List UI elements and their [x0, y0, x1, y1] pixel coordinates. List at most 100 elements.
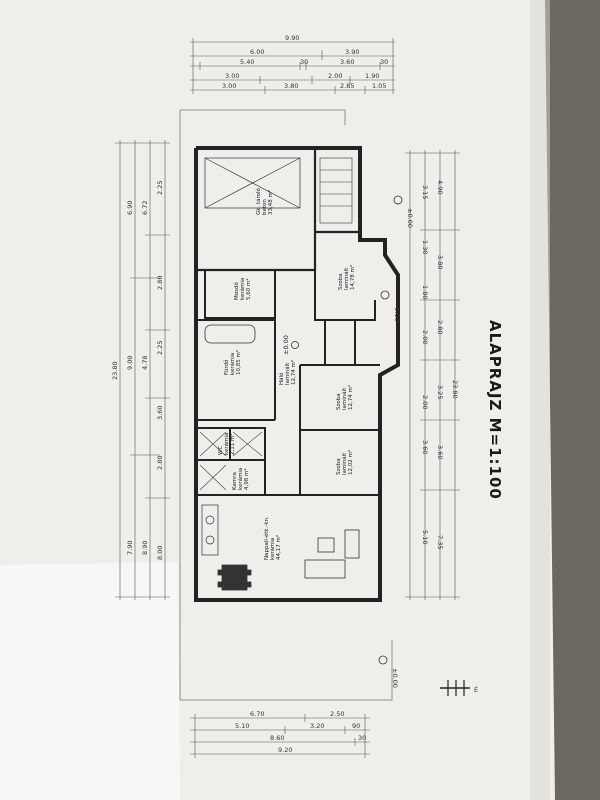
dim-top-row2-a: 5.40: [240, 58, 254, 66]
dim-left-inner-5: 2.80: [156, 456, 164, 470]
shaft-hatch: [199, 431, 263, 491]
dim-right-outer-2: 3.80: [436, 255, 444, 269]
dim-right-outer-5: 3.60: [436, 445, 444, 459]
level-markers: ±0.00 -0.15 ±0.00 ±0.00: [282, 195, 414, 688]
level-1: ±0.00: [406, 208, 414, 228]
room-washroom-sub: kerámia: [239, 278, 246, 300]
dim-top-total: 9.90: [285, 34, 299, 42]
room-hall-sub: laminált: [284, 362, 291, 385]
room-wc-area: 2,11 m²: [229, 433, 236, 455]
room-bedroom1-name: Szoba: [338, 273, 344, 290]
room-bedroom3-area: 12,02 m²: [347, 450, 354, 475]
room-washroom-name: Mosdó: [233, 282, 240, 300]
dim-top-row3-c: 1.90: [365, 72, 379, 80]
top-dimension-chains: [190, 38, 395, 94]
dim-left-mid-1: 6.72: [141, 201, 149, 215]
dim-right-inner-6: 3.60: [421, 440, 429, 454]
dim-right-inner-3: 1.80: [421, 285, 429, 299]
room-garage-name: Gk. tároló: [255, 187, 262, 215]
dim-left-outer-3: 7.90: [126, 541, 134, 555]
dim-top-row3-b: 2.00: [328, 72, 342, 80]
room-bath-area: 10,85 m²: [235, 350, 242, 375]
dim-bottom-row3-a: 8.60: [270, 734, 284, 742]
dim-left-outer-2: 9.00: [126, 356, 134, 370]
sofa-set: [304, 529, 360, 579]
dim-right-outer-6: 7.35: [436, 535, 444, 549]
dim-left-inner-1: 2.25: [156, 181, 164, 195]
level-marker-icon: [291, 341, 299, 349]
paper-shadow: [530, 0, 550, 800]
dim-top-row1-b: 3.90: [345, 48, 359, 56]
right-dimension-chains: [405, 150, 460, 600]
dim-bottom-row2-b: 3.20: [310, 722, 324, 730]
room-pantry-name: Kamra: [232, 472, 238, 490]
room-hall-name: Háló: [278, 372, 285, 385]
left-dimension-chains: [115, 140, 170, 600]
room-labels: Gk. tároló beton 33,48 m² Szoba laminált…: [218, 187, 356, 560]
dim-left-inner-6: 8.00: [156, 546, 164, 560]
north-label: É: [474, 685, 478, 694]
dim-right-inner-1: 3.15: [421, 185, 429, 199]
dim-left-mid-2: 4.78: [141, 356, 149, 370]
level-4: ±0.00: [282, 335, 290, 355]
dim-left-overall: 23.80: [111, 361, 119, 380]
room-washroom-area: 5,60 m²: [245, 278, 252, 300]
dim-right-overall: 23.80: [451, 380, 459, 399]
room-garage-area: 33,48 m²: [267, 190, 274, 215]
dim-right-outer-3: 2.80: [436, 320, 444, 334]
dim-right-inner-5: 2.00: [421, 395, 429, 409]
room-pantry-area: 4,98 m²: [243, 468, 250, 490]
dim-left-inner-4: 3.60: [156, 406, 164, 420]
level-marker-icon: [393, 195, 403, 205]
level-3: ±0.00: [391, 668, 399, 688]
dim-left-inner-2: 2.80: [156, 276, 164, 290]
dim-bottom-row3-b: 30: [358, 734, 366, 742]
north-arrow-icon: É: [440, 680, 478, 696]
bottom-dimension-chains: [190, 714, 370, 758]
bathtub: [204, 324, 256, 344]
room-living-area: 44,17 m²: [275, 535, 282, 560]
dim-top-row4-c: 2.85: [340, 82, 354, 90]
room-hall-area: 12,74 m²: [290, 360, 297, 385]
dim-top-row2-d: 30: [380, 58, 388, 66]
dim-bottom-row2-c: 90: [352, 722, 360, 730]
dim-left-outer-1: 6.90: [126, 201, 134, 215]
room-bedroom3-name: Szoba: [336, 458, 342, 475]
garage-ceiling-opening: [204, 157, 301, 209]
level-marker-icon: [380, 290, 390, 300]
room-wc-sub: kerámia: [223, 433, 230, 455]
kitchen-counter: [201, 504, 219, 556]
room-living-sub: kerámia: [269, 538, 276, 560]
dim-bottom-row1-b: 2.50: [330, 710, 344, 718]
room-pantry-sub: kerámia: [237, 468, 244, 490]
room-bedroom2-area: 12,74 m²: [347, 385, 354, 410]
dim-right-inner-2: 1.30: [421, 240, 429, 254]
room-wc-name: WC: [218, 446, 224, 455]
overlay-paper: [0, 562, 180, 800]
room-bedroom1-area: 14,78 m²: [349, 265, 356, 290]
plot-boundary: [179, 109, 393, 701]
level-2: -0.15: [393, 305, 401, 322]
dim-top-row4-b: 3.80: [284, 82, 298, 90]
dim-top-row1-a: 6.00: [250, 48, 264, 56]
plan-title: ALAPRAJZ M=1:100: [486, 320, 504, 500]
dim-top-row4-a: 3.00: [222, 82, 236, 90]
dim-bottom-row2-a: 5.10: [235, 722, 249, 730]
dining-table: [217, 564, 252, 591]
dim-right-inner-7: 5.10: [421, 530, 429, 544]
dim-top-row3-a: 3.00: [225, 72, 239, 80]
stair: [319, 157, 353, 224]
room-garage-sub: beton: [262, 199, 268, 215]
dim-top-row2-b: 30: [300, 58, 308, 66]
room-bedroom1-sub: laminált: [343, 267, 350, 290]
dim-right-inner-4: 2.00: [421, 330, 429, 344]
room-bath-name: Fürdő: [224, 359, 230, 375]
dim-left-mid-3: 8.90: [141, 541, 149, 555]
room-bedroom3-sub: laminált: [341, 452, 348, 475]
room-living-name: Nappali-étk.-kn.: [263, 516, 270, 560]
room-bedroom2-sub: laminált: [341, 387, 348, 410]
room-bath-sub: kerámia: [229, 353, 236, 375]
dim-top-row4-d: 1.05: [372, 82, 386, 90]
